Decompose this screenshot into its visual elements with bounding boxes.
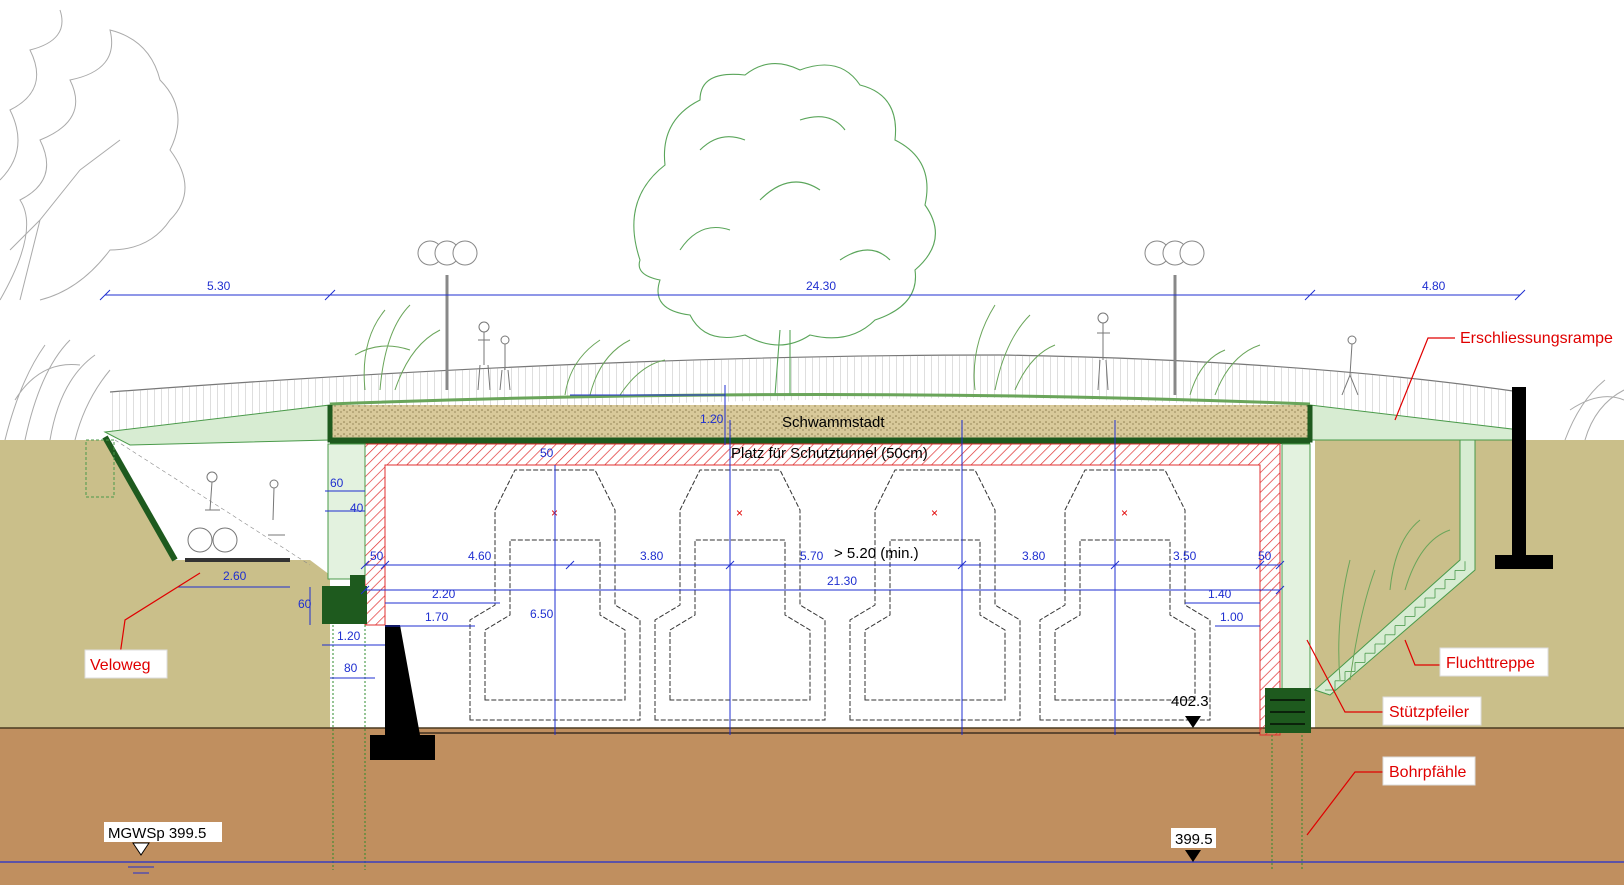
callout-veloweg: Veloweg: [90, 657, 151, 674]
dim-track-3-80-a: 3.80: [640, 549, 664, 563]
dim-track-4-60: 4.60: [468, 549, 492, 563]
dim-top-left: 5.30: [207, 279, 231, 293]
label-clearance: > 5.20 (min.): [834, 545, 919, 562]
svg-text:×: ×: [1121, 506, 1128, 520]
dim-d40-wall: 40: [350, 501, 364, 515]
pedestrians: [477, 312, 1359, 396]
dim-track-3-50: 3.50: [1173, 549, 1197, 563]
dim-top-main: 24.30: [806, 279, 836, 293]
dim-height-6-50: 6.50: [530, 607, 554, 621]
dim-d60-wall: 60: [330, 476, 344, 490]
dim-top-right: 4.80: [1422, 279, 1446, 293]
cyclists: [187, 471, 285, 553]
dimension-lines: [105, 294, 1520, 735]
deck-shrubs: [354, 304, 1451, 681]
dim-d50-top: 50: [540, 446, 554, 460]
bored-piles: [332, 625, 1303, 870]
background-tree-left: [0, 9, 186, 301]
dim-2-20: 2.20: [432, 587, 456, 601]
right-foundation: [1265, 688, 1311, 733]
tree-center: [633, 63, 936, 396]
label-elev-water: 399.5: [1175, 831, 1213, 848]
right-wall: [1281, 443, 1311, 695]
veloweg-surface: [185, 558, 290, 562]
protection-tunnel-hatch: [364, 443, 1281, 736]
shrub-far-right: [1564, 379, 1624, 441]
label-groundwater: MGWSp 399.5: [108, 825, 206, 842]
label-schwammstadt: Schwammstadt: [782, 414, 885, 431]
dim-found-1-20: 1.20: [337, 629, 361, 643]
label-schutztunnel: Platz für Schutztunnel (50cm): [731, 445, 928, 462]
shrub-far-left: [4, 339, 111, 441]
dim-1-70: 1.70: [425, 610, 449, 624]
lower-soil: [0, 728, 1624, 885]
dim-track-3-80-b: 3.80: [1022, 549, 1046, 563]
dim-inner-width: 21.30: [827, 574, 857, 588]
dim-1-00: 1.00: [1220, 610, 1244, 624]
dim-d50-right: 50: [1258, 549, 1272, 563]
left-foundation: [370, 625, 435, 760]
dim-soil-depth: 1.20: [700, 412, 724, 426]
svg-text:×: ×: [931, 506, 938, 520]
callout-fluchttreppe: Fluchttreppe: [1446, 655, 1535, 672]
label-elev-floor: 402.3: [1171, 693, 1209, 710]
dimension-ticks: [99, 289, 1526, 595]
right-wall-post: [1512, 387, 1526, 557]
dim-found-60: 60: [298, 597, 312, 611]
train-profiles: ××××: [469, 469, 1211, 721]
callout-leaders: [119, 337, 1455, 836]
dim-found-80: 80: [344, 661, 358, 675]
left-footing: [322, 586, 367, 624]
dim-track-5-70: 5.70: [800, 549, 824, 563]
svg-text:×: ×: [736, 506, 743, 520]
street-lamp-left: [417, 240, 478, 390]
callout-erschliessungsrampe: Erschliessungsrampe: [1460, 330, 1613, 347]
callout-stuetzpfeiler: Stützpfeiler: [1389, 704, 1470, 721]
callout-bohrpfaehle: Bohrpfähle: [1389, 764, 1466, 781]
dim-veloweg-width: 2.60: [223, 569, 247, 583]
dim-1-40: 1.40: [1208, 587, 1232, 601]
dim-d50-left: 50: [370, 549, 384, 563]
upper-soil: [0, 440, 330, 730]
escape-stair: [1314, 439, 1476, 696]
